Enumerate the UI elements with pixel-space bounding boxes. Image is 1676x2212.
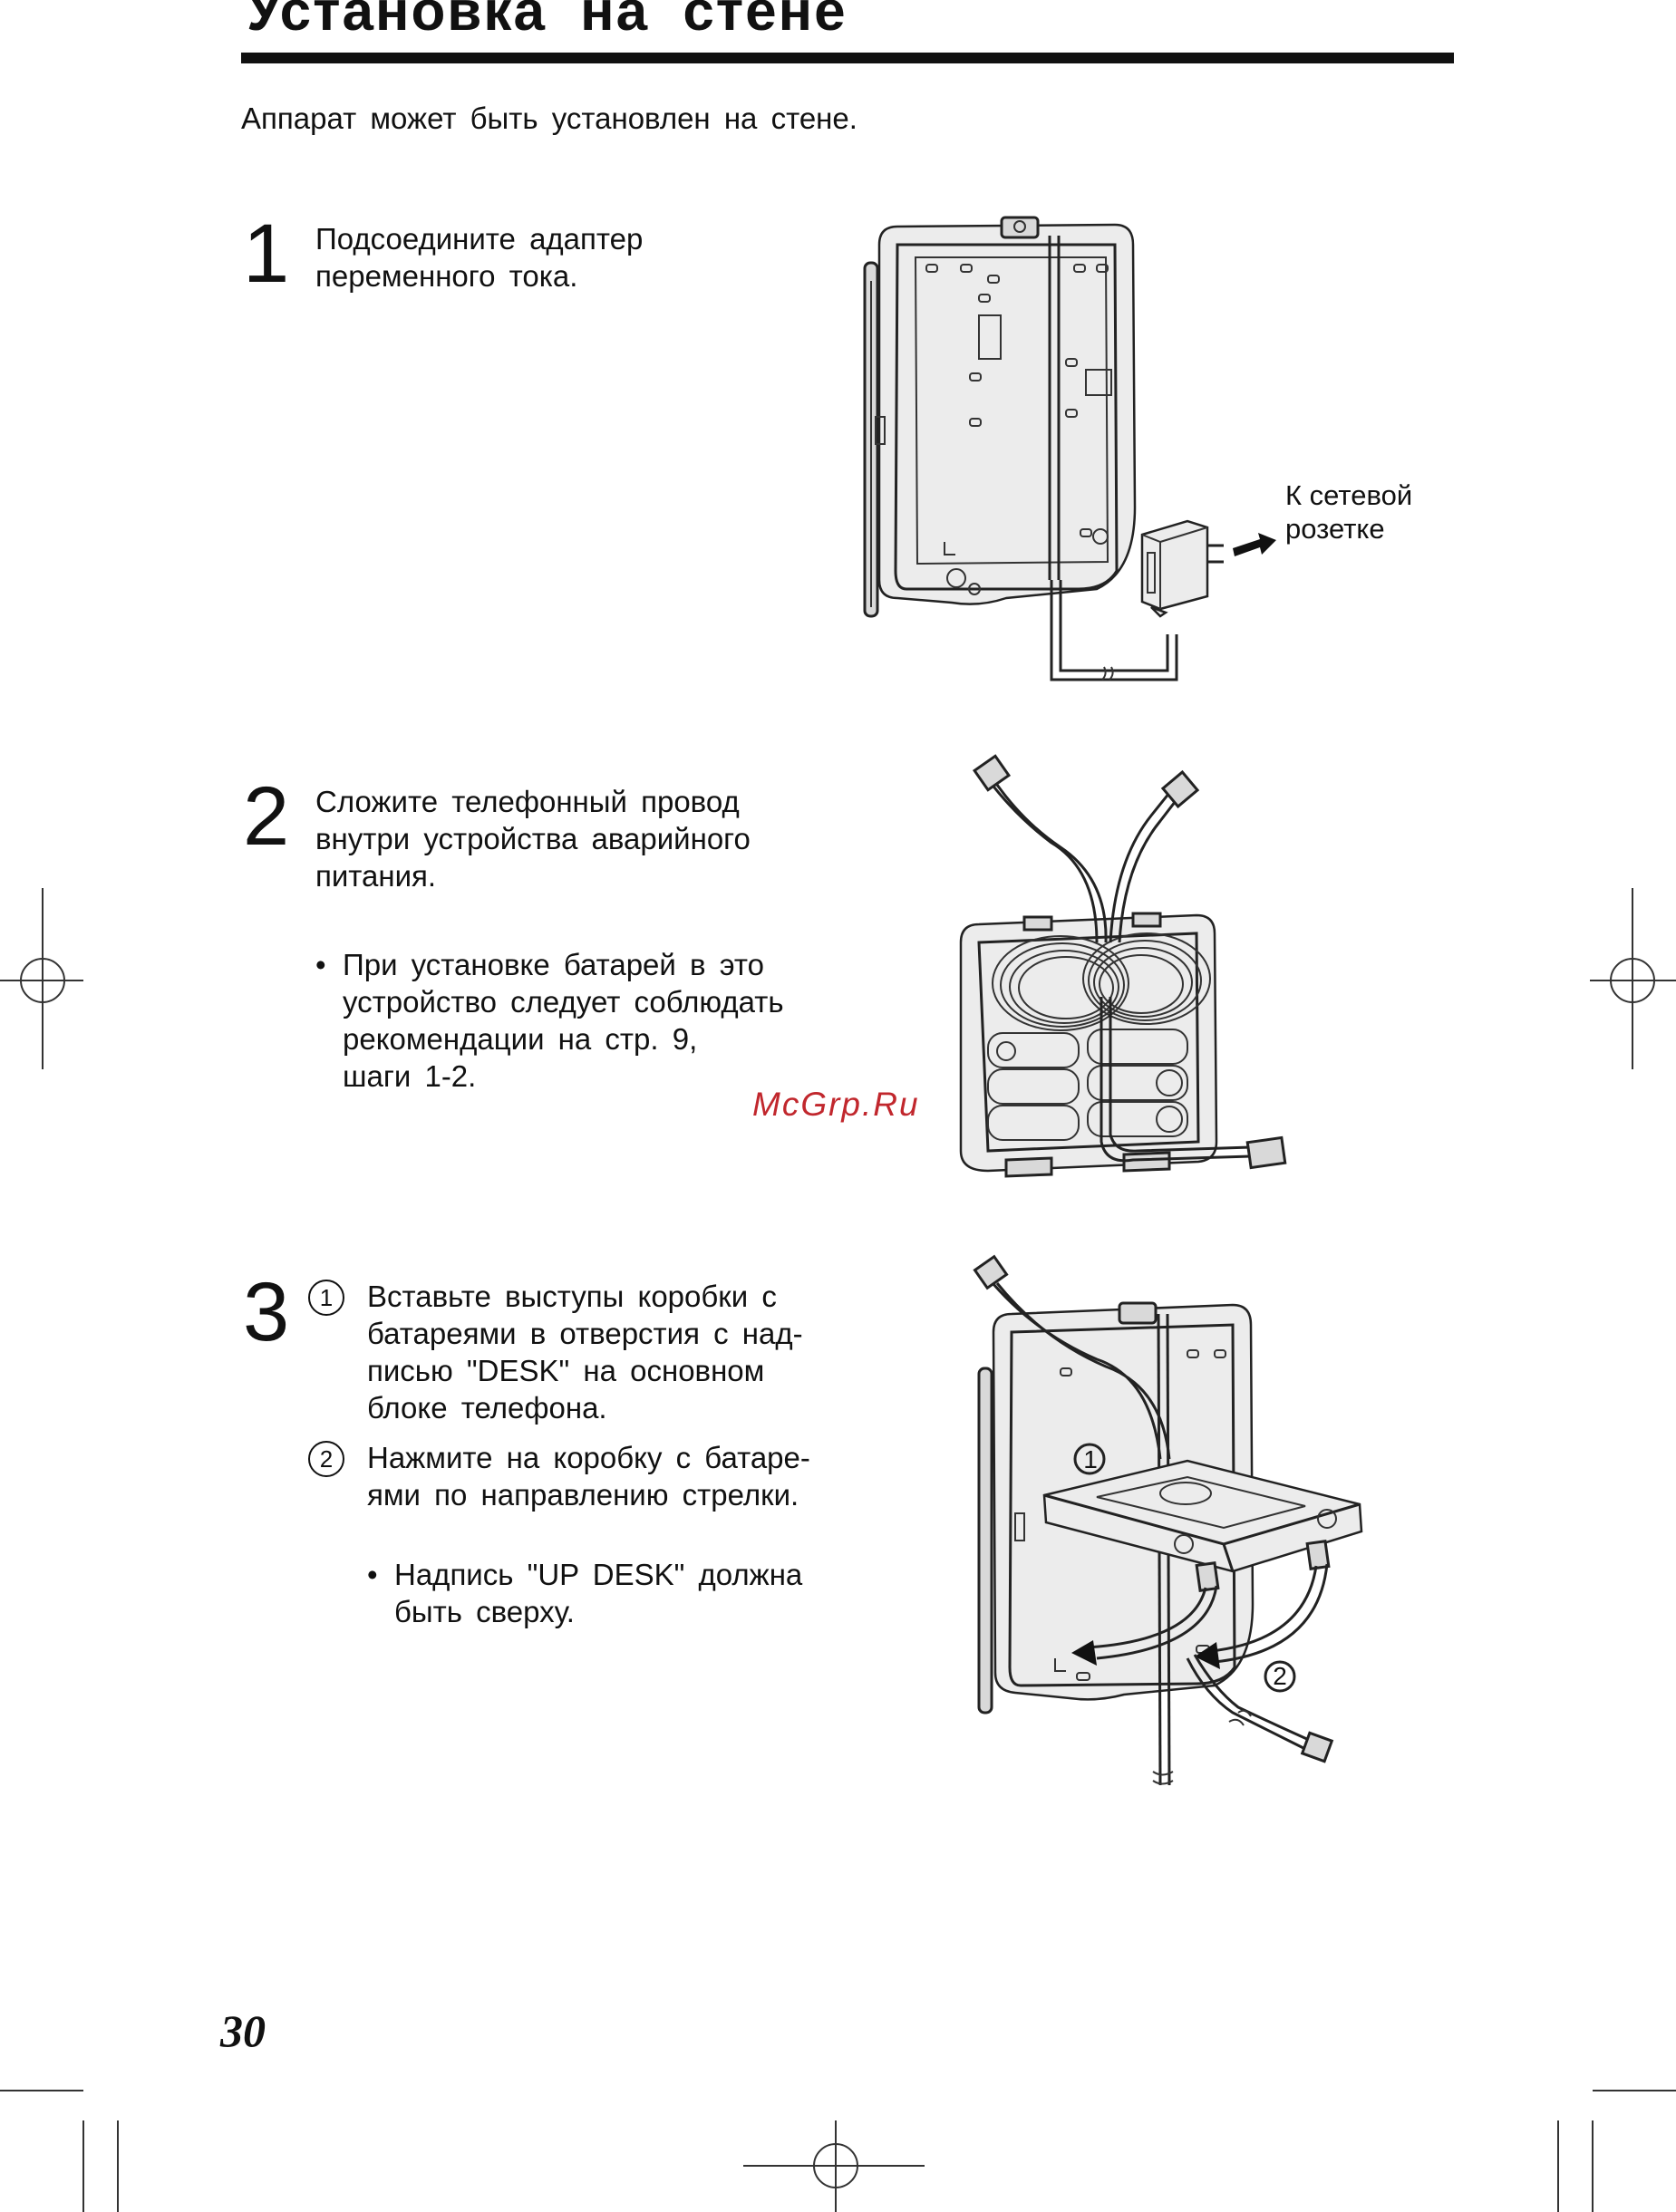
text-line: ями по направлению стрелки.: [367, 1478, 799, 1512]
step-1-text: Подсоедините адаптер переменного тока.: [315, 220, 643, 295]
step-2-text: Сложите телефонный провод внутри устройс…: [315, 783, 751, 894]
text-line: Надпись "UP DESK" должна: [394, 1558, 803, 1591]
text-line: батареями в отверстия с над-: [367, 1317, 803, 1350]
step-3-marker-2: 2: [308, 1441, 344, 1477]
step-3-sub-1-text: Вставьте выступы коробки с батареями в о…: [367, 1278, 803, 1426]
registration-mark-bottom: [743, 2120, 925, 2212]
step-3-figure: [973, 1254, 1363, 1786]
text-line: переменного тока.: [315, 259, 578, 293]
step-2-bullet: • При установке батарей в это устройство…: [315, 946, 784, 1095]
callout-line: розетке: [1285, 513, 1385, 545]
step-number-2: 2: [243, 770, 290, 863]
crop-marks-bottom: [0, 2090, 1676, 2212]
text-line: Сложите телефонный провод: [315, 785, 740, 818]
step-2-figure: [959, 754, 1287, 1178]
text-line: При установке батарей в это: [343, 948, 764, 981]
title-rule: [241, 53, 1454, 63]
callout-line: К сетевой: [1285, 479, 1413, 511]
text-line: внутри устройства аварийного: [315, 822, 751, 855]
step-3-sub-2-text: Нажмите на коробку с батаре- ями по напр…: [367, 1439, 810, 1513]
page-number: 30: [220, 2005, 266, 2056]
text-line: устройство следует соблюдать: [343, 985, 784, 1019]
text-line: Подсоедините адаптер: [315, 222, 644, 256]
bullet-dot: •: [367, 1558, 378, 1591]
step-1-figure: [863, 216, 1276, 681]
page-title: Установка на стене: [247, 0, 848, 43]
watermark: McGrp.Ru: [752, 1086, 920, 1123]
figure-label-1: 1: [1083, 1445, 1098, 1473]
text-line: шаги 1-2.: [343, 1059, 477, 1093]
step-3-bullet: • Надпись "UP DESK" должна быть сверху.: [367, 1556, 803, 1630]
step-3-marker-1: 1: [308, 1280, 344, 1316]
text-line: писью "DESK" на основном: [367, 1354, 765, 1387]
text-line: Нажмите на коробку с батаре-: [367, 1441, 810, 1474]
text-line: Вставьте выступы коробки с: [367, 1280, 777, 1313]
text-line: питания.: [315, 859, 437, 893]
text-line: блоке телефона.: [367, 1391, 607, 1425]
intro-text: Аппарат может быть установлен на стене.: [241, 101, 857, 135]
text-line: рекомендации на стр. 9,: [343, 1022, 698, 1056]
step-number-3: 3: [243, 1266, 290, 1358]
text-line: быть сверху.: [394, 1595, 575, 1628]
registration-mark-left: [0, 888, 83, 1069]
step-number-1: 1: [243, 208, 290, 300]
registration-mark-right: [1590, 888, 1676, 1069]
outlet-callout: К сетевой розетке: [1285, 478, 1412, 546]
bullet-dot: •: [315, 948, 326, 981]
figure-label-2: 2: [1273, 1662, 1287, 1690]
